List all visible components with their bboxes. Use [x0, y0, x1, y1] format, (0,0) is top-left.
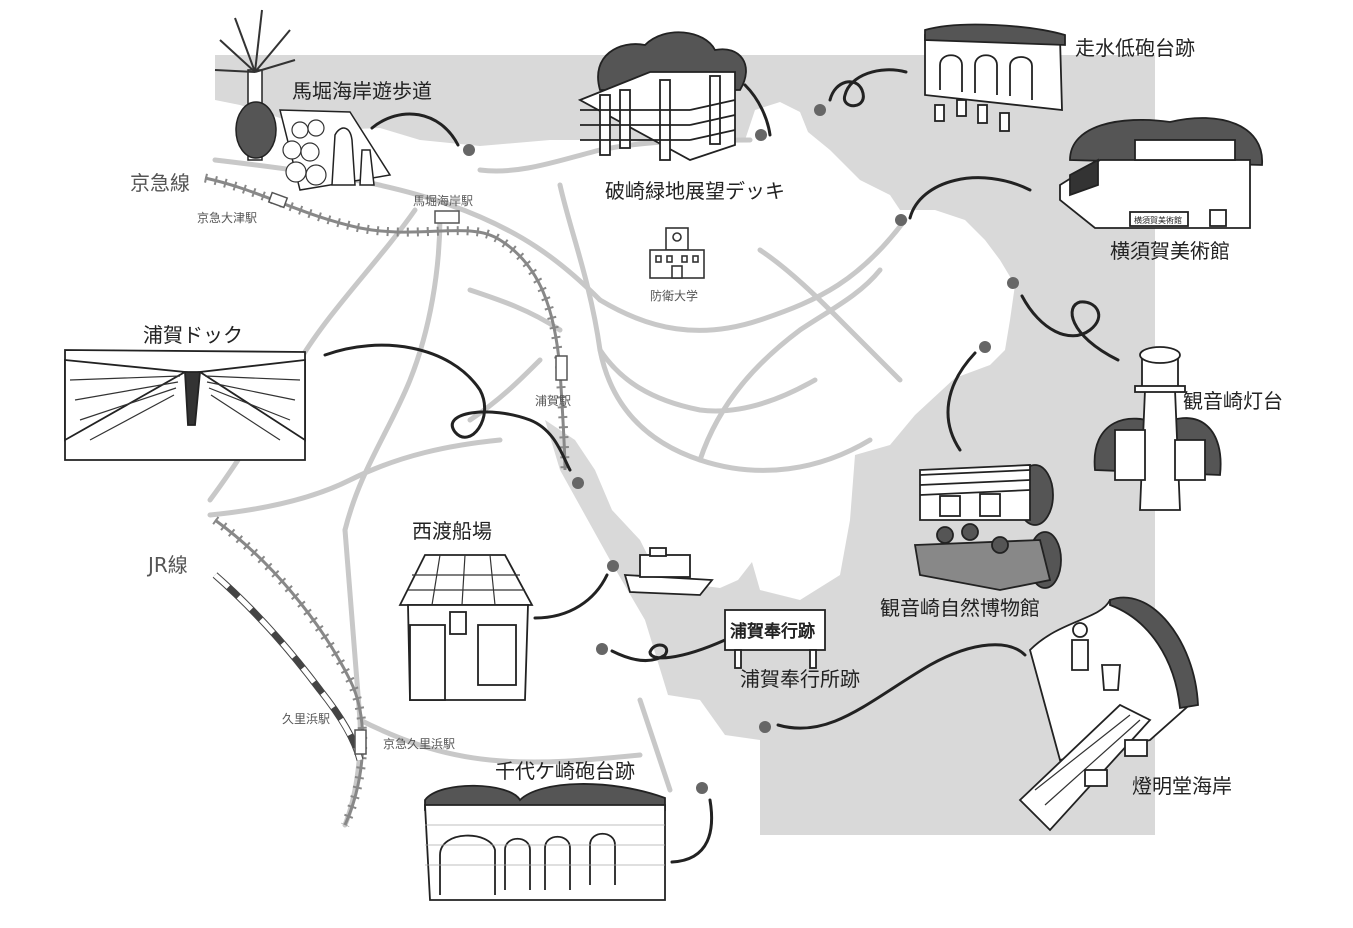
keikyu-line-label: 京急線 [130, 171, 190, 195]
hasaki-deck-illustration [577, 31, 747, 161]
spot-marker-uraga-dock[interactable] [572, 477, 584, 489]
label-toumyoudo-coast[interactable]: 燈明堂海岸 [1132, 774, 1232, 798]
station-box-maborikaigan [434, 210, 460, 224]
yokosuka-museum-illustration: 横須賀美術館 [1059, 117, 1263, 229]
connector-nature-museum [946, 351, 977, 452]
station-label-uraga: 浦賀駅 [535, 394, 571, 408]
label-mabori-promenade[interactable]: 馬堀海岸遊歩道 [292, 79, 432, 103]
station-label-keikyu-kurihama: 京急久里浜駅 [383, 736, 455, 751]
station-label-kurihama: 久里浜駅 [282, 712, 330, 726]
connector-ferry [533, 573, 609, 620]
connector-toumyoudo [776, 643, 1027, 730]
label-hashirimizu-battery[interactable]: 走水低砲台跡 [1075, 36, 1195, 60]
connector-bugyosho [610, 638, 727, 662]
label-kannonzaki-lighthouse[interactable]: 観音崎灯台 [1183, 389, 1283, 413]
spot-marker-toumyoudo[interactable] [759, 721, 771, 733]
campus-label: 防衛大学 [650, 288, 698, 303]
chiyogasaki-battery-illustration [424, 783, 666, 901]
uraga-dock-illustration [64, 349, 306, 461]
bugyosho-sign-text: 浦賀奉行跡 [730, 621, 815, 642]
museum-sign-text: 横須賀美術館 [1134, 215, 1182, 225]
connector-hashirimizu [828, 68, 908, 108]
station-box-keikyu-otsu [267, 191, 289, 209]
mabori-promenade-illustration [214, 9, 392, 191]
connector-museum [908, 176, 1032, 220]
nishi-ferry-illustration [398, 554, 534, 701]
connector-lighthouse [1020, 294, 1120, 362]
spot-marker-ferry[interactable] [607, 560, 619, 572]
label-nature-museum[interactable]: 観音崎自然博物館 [880, 596, 1040, 620]
keikyu-kurihama-branch [212, 516, 368, 827]
label-chiyogasaki-battery[interactable]: 千代ケ崎砲台跡 [495, 759, 635, 783]
connector-mabori [370, 112, 460, 147]
station-box-uraga [555, 355, 568, 381]
hashirimizu-battery-illustration [924, 23, 1066, 132]
station-box-kurihama [354, 729, 367, 755]
ferry-boat-illustration [623, 547, 714, 596]
spot-marker-bugyosho[interactable] [596, 643, 608, 655]
jr-railway [212, 572, 364, 761]
keikyu-railway [204, 173, 570, 471]
label-yokosuka-museum[interactable]: 横須賀美術館 [1110, 239, 1230, 263]
label-nishi-ferry[interactable]: 西渡船場 [412, 519, 492, 543]
bugyosho-signboard [724, 609, 826, 669]
spot-marker-hashirimizu[interactable] [814, 104, 826, 116]
spot-marker-lighthouse[interactable] [1007, 277, 1019, 289]
station-label-maborikaigan: 馬堀海岸駅 [413, 193, 473, 208]
sea-area [215, 55, 1155, 835]
toumyoudo-coast-illustration [1018, 596, 1199, 832]
label-uraga-dock[interactable]: 浦賀ドック [143, 323, 243, 347]
nature-museum-illustration [913, 464, 1062, 591]
kannonzaki-lighthouse-illustration [1093, 346, 1222, 511]
spot-marker-hasaki-deck[interactable] [755, 129, 767, 141]
spot-marker-nature-museum[interactable] [979, 341, 991, 353]
station-label-keikyu-otsu: 京急大津駅 [197, 210, 257, 225]
connector-hasaki-deck [743, 83, 772, 137]
university-building-icon [649, 227, 705, 279]
connector-chiyogasaki [670, 798, 714, 864]
spot-marker-chiyogasaki[interactable] [696, 782, 708, 794]
jr-line-label: JR線 [146, 553, 188, 577]
spot-marker-museum[interactable] [895, 214, 907, 226]
spot-marker-mabori[interactable] [463, 144, 475, 156]
connector-uraga-dock [323, 343, 572, 472]
label-bugyosho[interactable]: 浦賀奉行所跡 [740, 667, 860, 691]
label-hasaki-deck[interactable]: 破崎緑地展望デッキ [605, 179, 785, 203]
